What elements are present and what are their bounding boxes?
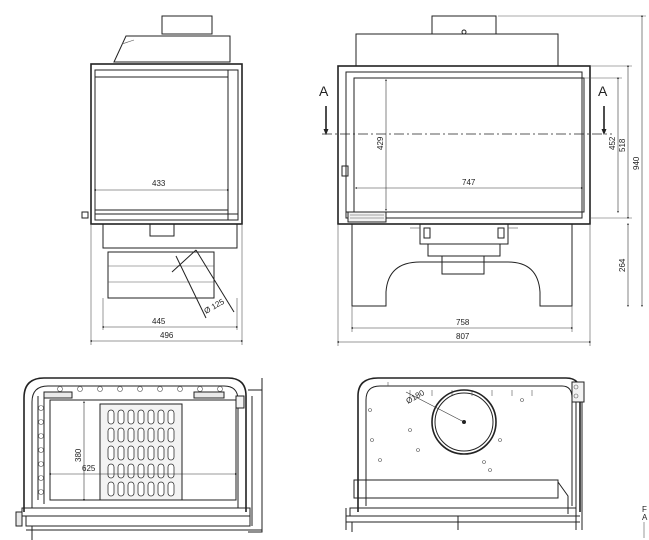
- section-mark-left: A: [319, 83, 329, 99]
- side-base-width-label: 758: [456, 318, 470, 327]
- front-inner-width-label: 433: [152, 179, 166, 188]
- side-firebox-height-label: 518: [618, 138, 627, 152]
- edge-fragments: F A: [642, 505, 648, 538]
- front-view: 433 Ø 125 445 496: [81, 15, 244, 345]
- front-total-width-label: 496: [160, 331, 174, 340]
- outlet-diameter-label: Ø180: [405, 388, 427, 406]
- side-inner-height-label: 452: [608, 136, 617, 150]
- side-glass-width-label: 747: [462, 178, 476, 187]
- side-leg-height-label: 264: [618, 258, 627, 272]
- side-total-height-label: 940: [632, 156, 641, 170]
- plan-width-label: 625: [82, 464, 96, 473]
- section-mark-right: A: [598, 83, 608, 99]
- plan-view-left: 380 625: [15, 377, 263, 540]
- front-base-width-label: 445: [152, 317, 166, 326]
- front-flue-diameter-label: Ø 125: [203, 297, 227, 316]
- plan-view-right: Ø180: [345, 377, 585, 532]
- edge-fragment-line1: F: [642, 505, 647, 514]
- edge-fragment-line2: A: [642, 513, 648, 522]
- side-view: A A 429 747 452 518 940 264: [319, 14, 646, 346]
- side-glass-height-label: 429: [376, 136, 385, 150]
- plan-depth-label: 380: [74, 448, 83, 462]
- side-total-width-label: 807: [456, 332, 470, 341]
